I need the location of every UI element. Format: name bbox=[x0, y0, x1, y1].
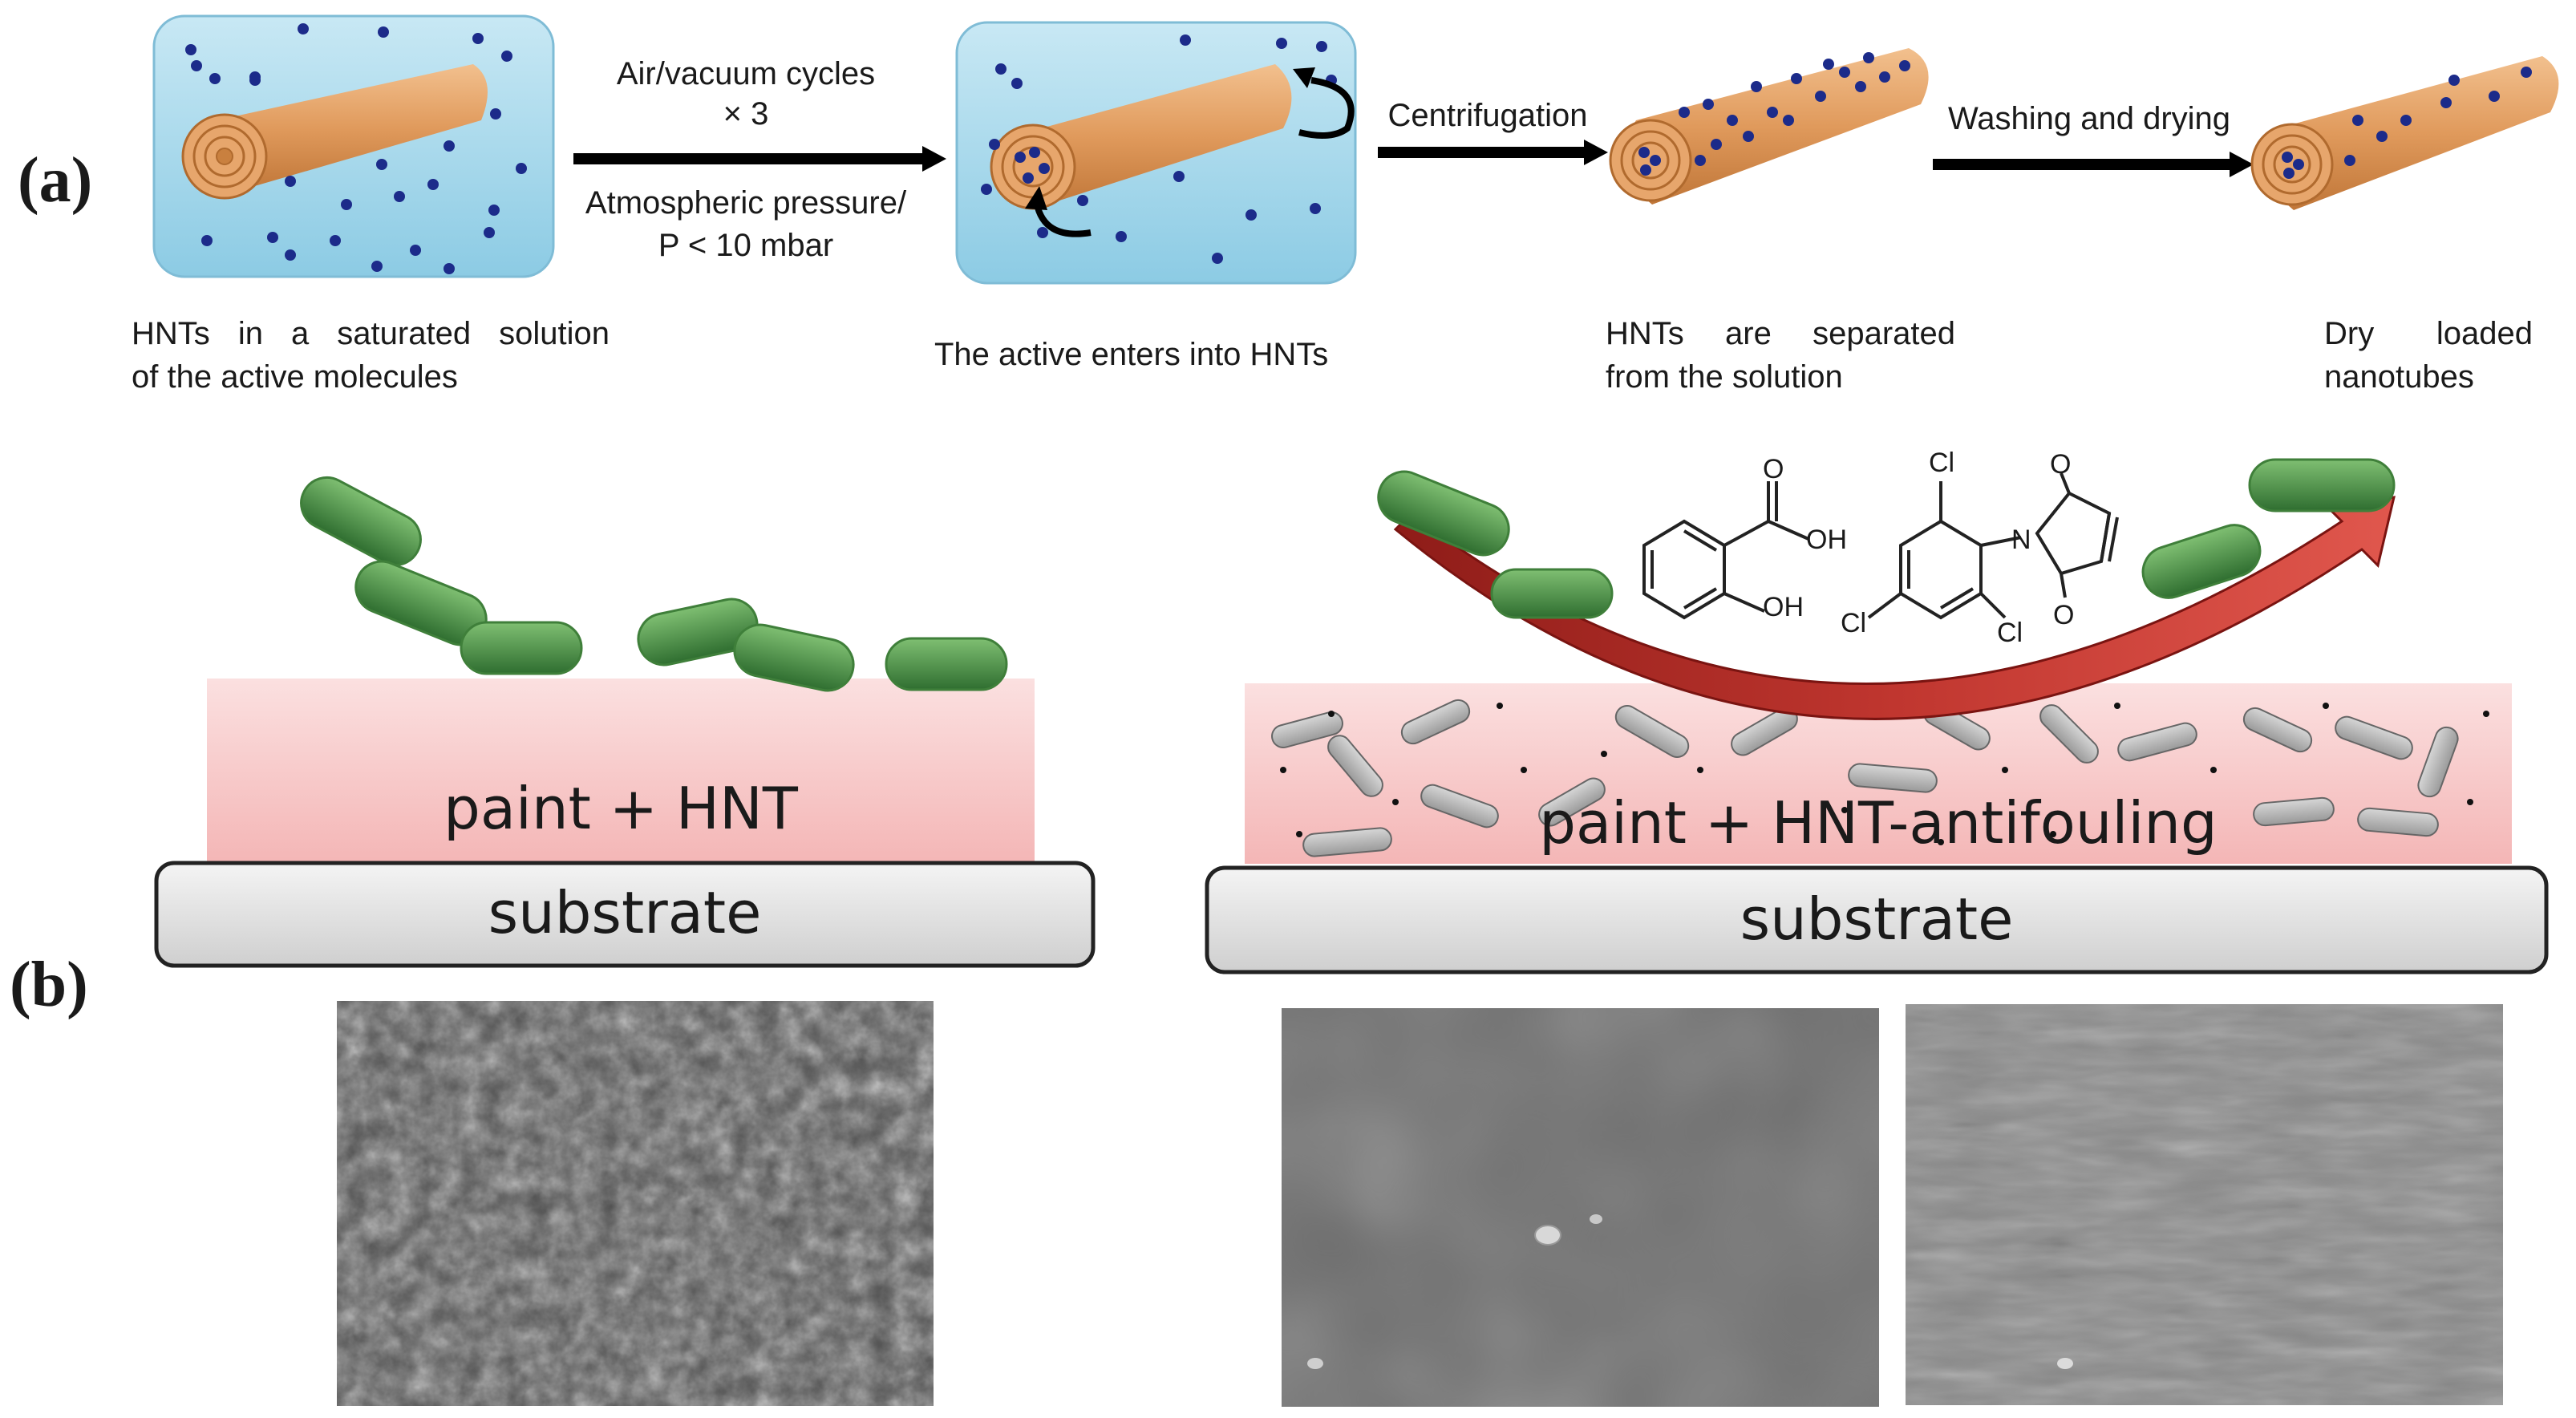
dcpm-cl-bottom: Cl bbox=[1997, 618, 2023, 648]
panel-label-a: (a) bbox=[18, 145, 93, 216]
step4-caption-line1: Dry loaded bbox=[2324, 316, 2533, 351]
embedded-hnts bbox=[1271, 699, 2459, 857]
step3-loaded-tube bbox=[1609, 48, 1929, 205]
arrow3-label: Washing and drying bbox=[1947, 101, 2231, 136]
left-bacteria-group bbox=[300, 476, 1008, 692]
step1-caption-line2: of the active molecules bbox=[132, 359, 458, 395]
release-arrow bbox=[1393, 496, 2396, 720]
dcpm-cl-top: Cl bbox=[1929, 448, 1955, 478]
dcpm-cl-left: Cl bbox=[1841, 608, 1867, 638]
right-bacteria-group bbox=[1377, 458, 2396, 619]
step3-caption-line2: from the solution bbox=[1606, 359, 1843, 395]
sem-image-right-2 bbox=[1906, 1004, 2503, 1405]
left-paint-layer bbox=[207, 679, 1035, 863]
step1-caption-line1: HNTs in a saturated solution bbox=[132, 316, 610, 351]
arrow1-top-line1: Air/vacuum cycles bbox=[616, 56, 876, 91]
right-substrate-label: substrate bbox=[1740, 885, 2014, 953]
dcpm-o-top: O bbox=[2050, 449, 2072, 480]
arrow1-bottom-line2: P < 10 mbar bbox=[658, 228, 834, 263]
salicylic-oh-acid: OH bbox=[1806, 525, 1847, 555]
arrow1-top-line2: × 3 bbox=[723, 96, 769, 132]
step1-solution-box bbox=[152, 14, 555, 278]
salicylic-oh-ring: OH bbox=[1763, 592, 1804, 622]
step4-caption-line2: nanotubes bbox=[2324, 359, 2474, 395]
arrow2-label: Centrifugation bbox=[1387, 98, 1588, 133]
sem-image-left bbox=[337, 1001, 934, 1406]
panel-label-b: (b) bbox=[10, 950, 88, 1020]
dcpm-n: N bbox=[2011, 525, 2031, 555]
right-paint-label: paint + HNT-antifouling bbox=[1539, 789, 2218, 857]
dcpm-o-bottom: O bbox=[2053, 600, 2075, 630]
nanotube-body bbox=[204, 64, 488, 192]
sem-image-right-1 bbox=[1282, 1008, 1879, 1407]
active-molecules bbox=[185, 23, 527, 274]
step4-dry-tube bbox=[2250, 56, 2559, 210]
step3-caption-line1: HNTs are separated bbox=[1606, 316, 1955, 351]
left-substrate bbox=[154, 861, 1096, 968]
right-substrate bbox=[1205, 865, 2549, 974]
step2-solution-box bbox=[955, 21, 1357, 285]
left-substrate-label: substrate bbox=[488, 879, 762, 946]
salicylic-carbonyl-o: O bbox=[1763, 454, 1784, 484]
step2-caption: The active enters into HNTs bbox=[934, 337, 1329, 372]
paint-dots bbox=[1280, 703, 2489, 845]
left-paint-label: paint + HNT bbox=[444, 775, 798, 842]
salicylic-acid-structure bbox=[1642, 481, 1809, 620]
arrow1-bottom-line1: Atmospheric pressure/ bbox=[585, 185, 907, 221]
dcpm-structure bbox=[1867, 472, 2119, 620]
